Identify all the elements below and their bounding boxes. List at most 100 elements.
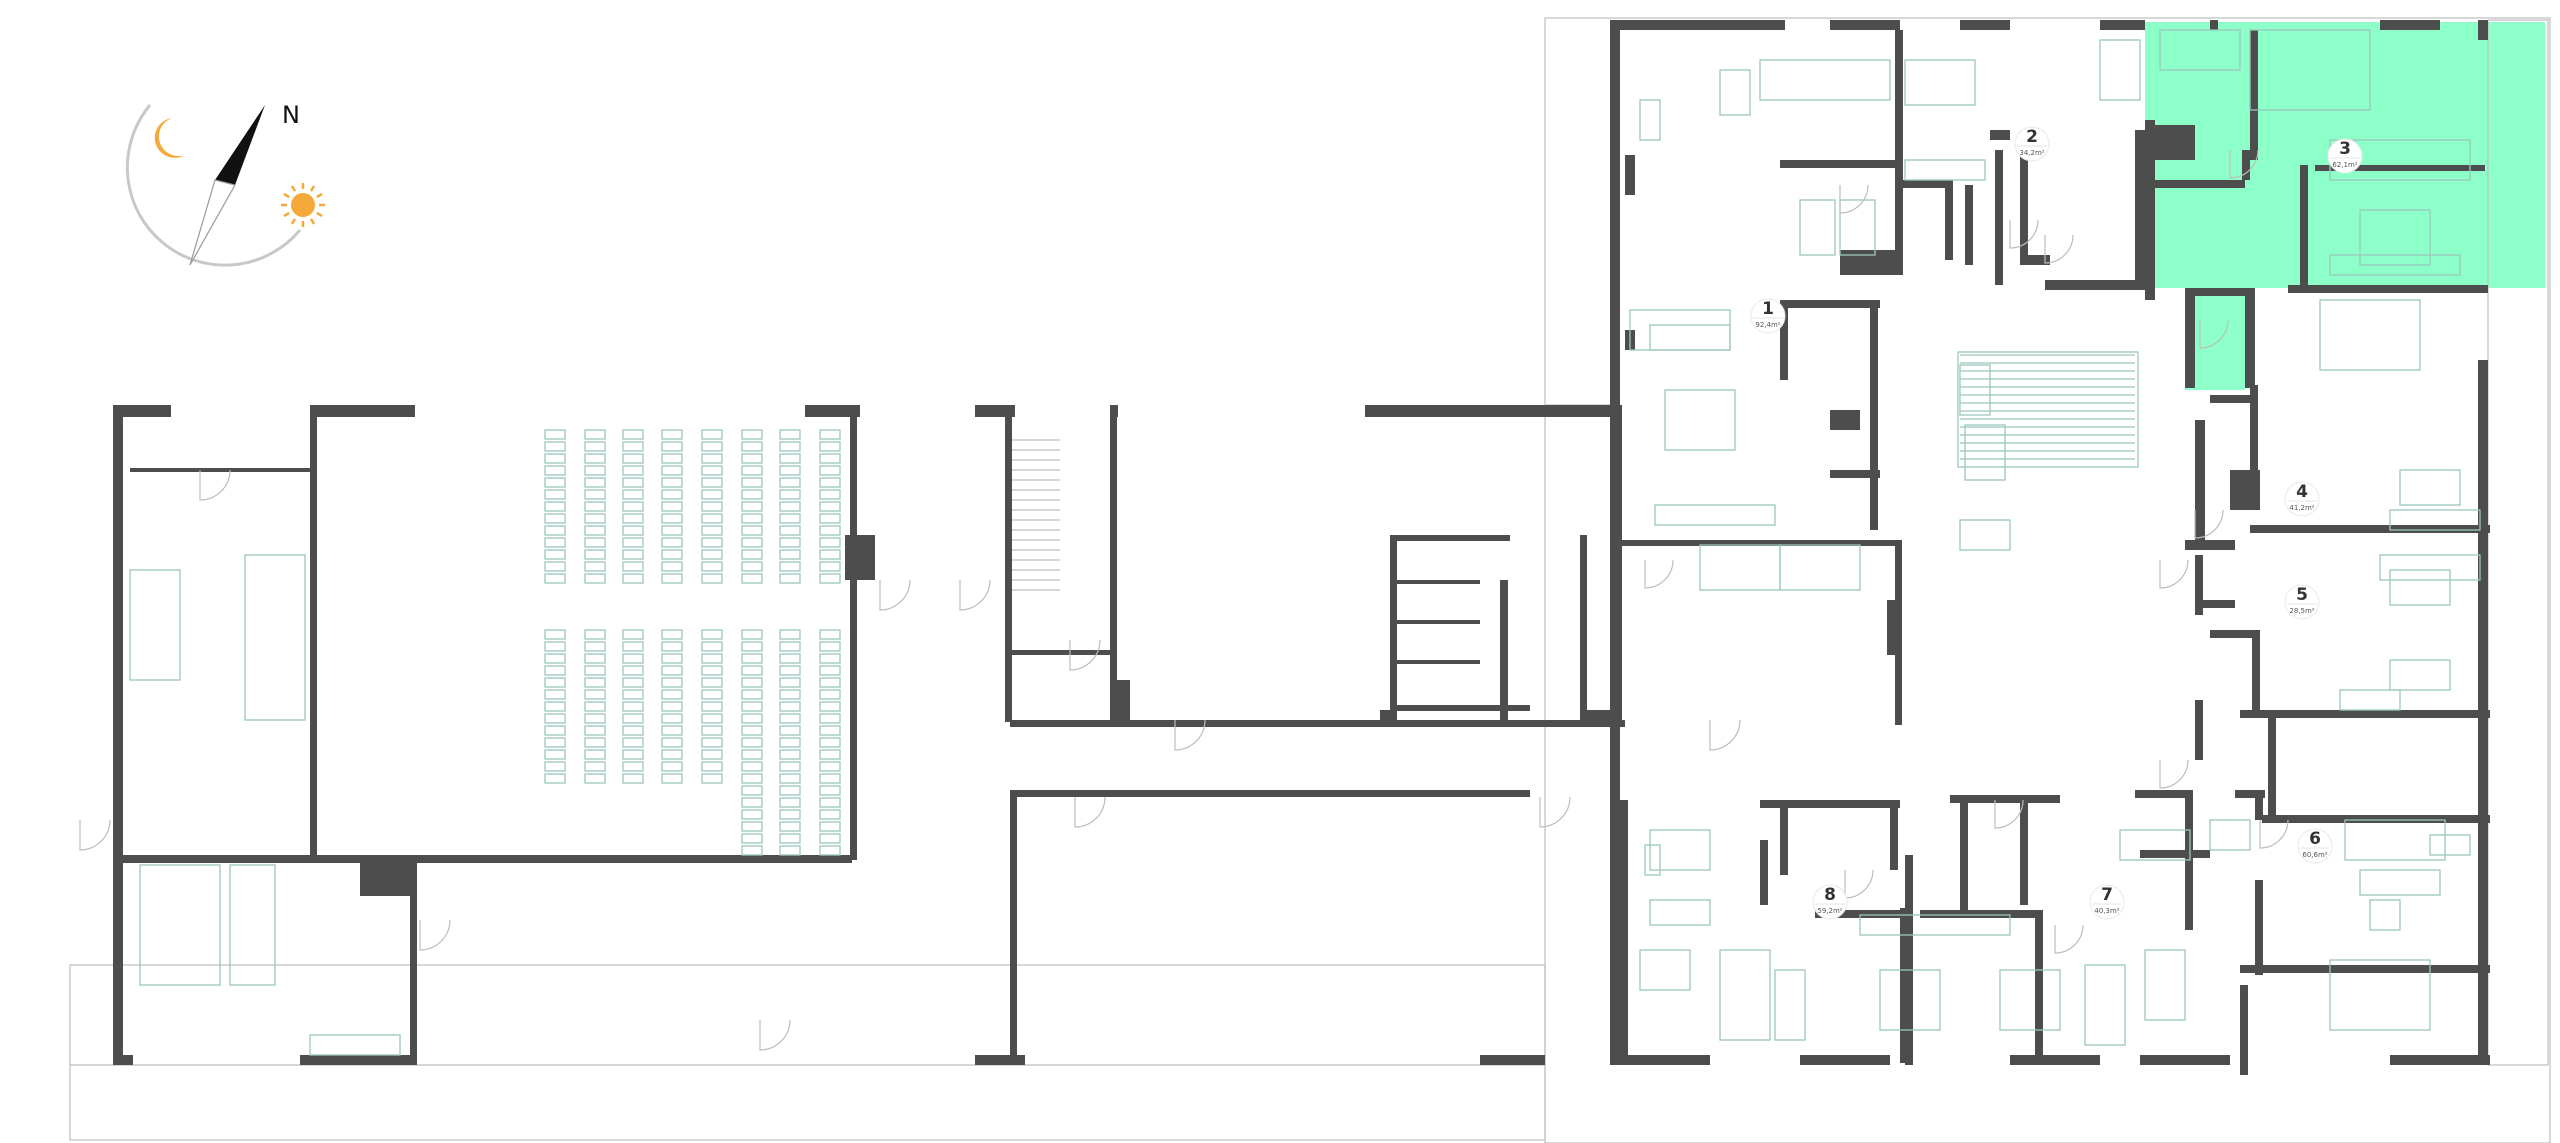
door (1174, 719, 1206, 751)
seat (584, 749, 606, 760)
apartment-area: 40,3m² (2094, 907, 2119, 915)
wall (1390, 620, 1480, 624)
seat (779, 525, 801, 536)
apartment-area: 60,6m² (2302, 851, 2327, 859)
seat (701, 701, 723, 712)
seat (544, 665, 566, 676)
door (2259, 819, 2289, 849)
seat (819, 833, 841, 844)
apartment-label-5[interactable]: 528,5m² (2284, 584, 2320, 620)
seat (661, 725, 683, 736)
wall (1390, 660, 1480, 664)
door (879, 579, 911, 611)
wall (1780, 800, 1788, 875)
wall (2288, 285, 2488, 293)
furniture-item (1879, 969, 1941, 1031)
seat (622, 629, 644, 640)
seat (741, 525, 763, 536)
door (2044, 234, 2074, 264)
label-badge (1812, 884, 1848, 920)
wall (1005, 417, 1012, 722)
wall (2195, 420, 2205, 540)
furniture-item (1999, 969, 2061, 1031)
wall (310, 405, 415, 417)
furniture (129, 29, 2481, 1056)
seat (819, 821, 841, 832)
seat (622, 677, 644, 688)
compass: N (125, 101, 325, 267)
door (1839, 184, 1869, 214)
wall (2195, 600, 2235, 608)
seat (779, 761, 801, 772)
wall (1610, 210, 1620, 360)
seat (661, 561, 683, 572)
seat (544, 549, 566, 560)
apartment-label-8[interactable]: 859,2m² (1812, 884, 1848, 920)
door (2159, 559, 2189, 589)
furniture-item (2329, 254, 2461, 276)
wall (2140, 850, 2210, 858)
seat (779, 477, 801, 488)
apartment-label-6[interactable]: 660,6m² (2297, 828, 2333, 864)
wall (2140, 1055, 2230, 1065)
sun-ray (290, 218, 297, 225)
seat (819, 465, 841, 476)
apartment-label-2[interactable]: 234,2m² (2014, 126, 2050, 162)
apartment-label-3[interactable]: 362,1m² (2327, 138, 2363, 174)
door (2194, 509, 2224, 539)
apartment-label-1[interactable]: 192,4m² (1750, 298, 1786, 334)
compass-needle-north-icon (215, 105, 265, 185)
furniture-item (1649, 324, 1731, 351)
seat (819, 845, 841, 856)
seat (819, 525, 841, 536)
north-label: N (282, 101, 300, 129)
seat (819, 677, 841, 688)
label-badge (2014, 126, 2050, 162)
wall (2255, 880, 2263, 975)
seat (584, 537, 606, 548)
wall (300, 1055, 415, 1065)
door (1844, 869, 1874, 899)
furniture-item (1664, 389, 1736, 451)
wall (2240, 965, 2490, 973)
seat (701, 501, 723, 512)
wall (2235, 790, 2265, 798)
seat (701, 725, 723, 736)
apartment-3-highlight[interactable] (2145, 22, 2545, 390)
seat (779, 653, 801, 664)
seat (544, 737, 566, 748)
furniture-item (1839, 199, 1876, 256)
wall (130, 468, 310, 472)
furniture-item (1759, 59, 1891, 101)
seat (819, 725, 841, 736)
seat (701, 665, 723, 676)
wall (1990, 130, 2010, 140)
wall (845, 535, 875, 580)
furniture-item (2429, 834, 2471, 856)
wall (1800, 1055, 1890, 1065)
wall (410, 860, 417, 1065)
seat (584, 713, 606, 724)
apartment-label-7[interactable]: 740,3m² (2089, 884, 2125, 920)
furniture-item (1699, 544, 1781, 591)
door (2159, 759, 2189, 789)
seat (701, 513, 723, 524)
seat (701, 561, 723, 572)
furniture-item (1904, 159, 1986, 181)
wall (2478, 20, 2488, 40)
wall (2195, 540, 2235, 550)
seat (741, 665, 763, 676)
wall (1895, 180, 1950, 188)
furniture-item (1799, 199, 1836, 256)
furniture-item (2344, 819, 2446, 861)
wall (975, 405, 1015, 417)
seat (622, 489, 644, 500)
seat (544, 629, 566, 640)
wall (2145, 180, 2245, 188)
seat (584, 465, 606, 476)
wall (1920, 910, 2040, 918)
wall (1620, 1055, 1710, 1065)
seat (544, 653, 566, 664)
seat (779, 465, 801, 476)
apartment-label-4[interactable]: 441,2m² (2284, 481, 2320, 517)
